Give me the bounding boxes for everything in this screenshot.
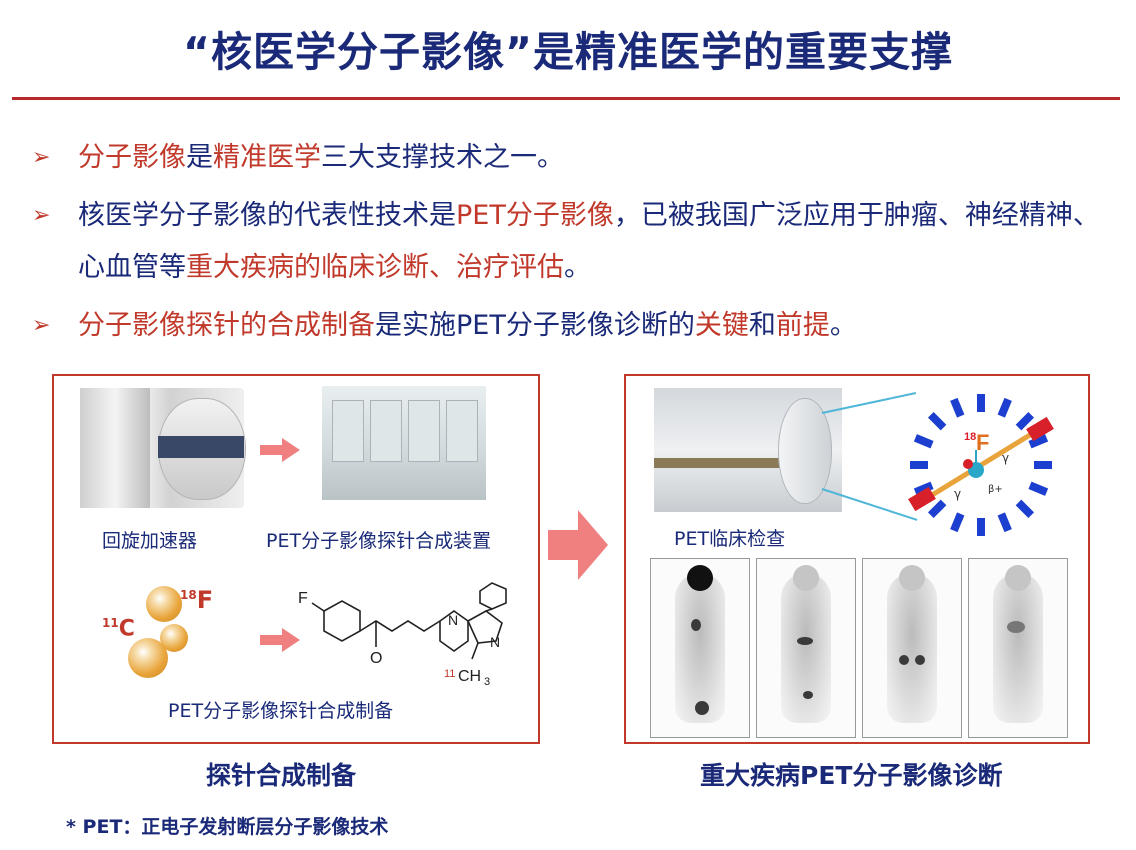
nitrogen-atom: N: [490, 634, 500, 650]
synthesis-caption: PET分子影像探针合成制备: [168, 700, 394, 722]
bullet-text: 分子影像探针的合成制备是实施PET分子影像诊断的关键和前提。: [78, 310, 857, 341]
big-arrow-right-icon: [548, 510, 608, 580]
chemical-structure: F O N N 11 CH 3: [298, 582, 507, 688]
cyclotron-caption: 回旋加速器: [102, 530, 198, 552]
arrow-bullet-icon: ➢: [32, 313, 51, 338]
body-text: 和: [748, 310, 776, 341]
body-text: 。: [564, 252, 591, 283]
isotope-sphere: [128, 638, 168, 678]
highlight-text: 前提: [775, 310, 830, 341]
nitrogen-atom: N: [448, 612, 458, 628]
arrow-right-icon: [260, 628, 300, 652]
footnote: * PET：正电子发射断层分子影像技术: [66, 816, 389, 838]
scanner-caption: PET临床检查: [674, 528, 786, 550]
bullet-text: 核医学分子影像的代表性技术是PET分子影像，已被我国广泛应用于肿瘤、神经精神、心…: [78, 200, 1100, 283]
pet-scan-image: [756, 558, 856, 738]
bullet-item: ➢ 分子影像探针的合成制备是实施PET分子影像诊断的关键和前提。: [32, 300, 1112, 352]
cyclotron-photo: [80, 388, 246, 508]
pet-scan-image: [862, 558, 962, 738]
pet-scanner-photo: [654, 388, 842, 512]
bullet-text: 分子影像是精准医学三大支撑技术之一。: [78, 142, 564, 173]
right-panel-label: 重大疾病PET分子影像诊断: [700, 761, 1003, 790]
highlight-text: 关键: [694, 310, 749, 341]
highlight-text: 精准医学: [213, 142, 321, 173]
beta-label: β+: [988, 484, 1003, 495]
pet-scan-image: [650, 558, 750, 738]
isotope-sphere: [146, 586, 182, 622]
page-title: “核医学分子影像”是精准医学的重要支撑: [183, 28, 953, 76]
diagram-isotope-mass: 18: [964, 431, 976, 443]
body-text: 是实施PET分子影像诊断的: [375, 310, 695, 341]
isotope-f18-label: 18F: [180, 586, 214, 614]
arrow-bullet-icon: ➢: [32, 203, 51, 228]
left-panel-label: 探针合成制备: [206, 761, 357, 790]
device-caption: PET分子影像探针合成装置: [266, 530, 492, 552]
body-text: 。: [829, 310, 857, 341]
detector-ring: [910, 394, 1052, 536]
gamma-label: γ: [1002, 451, 1009, 465]
isotope-c11-label: 11C: [102, 616, 135, 642]
body-text: 三大支撑技术之一。: [321, 142, 564, 173]
pet-annihilation-diagram: 18 F γ γ β+: [908, 394, 1054, 536]
oxygen-atom: O: [370, 650, 382, 667]
pet-scan-image: [968, 558, 1068, 738]
methyl-sub: 3: [484, 676, 490, 688]
methyl-mass: 11: [444, 668, 455, 680]
title-divider: [12, 97, 1120, 100]
body-text: 是: [186, 142, 213, 173]
pet-diagnosis-panel: 18 F γ γ β+ PET临床检查: [624, 374, 1090, 744]
gamma-label: γ: [954, 487, 961, 501]
arrow-bullet-icon: ➢: [32, 145, 51, 170]
highlight-text: PET分子影像: [456, 200, 614, 231]
highlight-text: 分子影像: [78, 142, 186, 173]
bullet-list: ➢ 分子影像是精准医学三大支撑技术之一。 ➢ 核医学分子影像的代表性技术是PET…: [32, 132, 1112, 358]
bullet-item: ➢ 分子影像是精准医学三大支撑技术之一。: [32, 132, 1112, 184]
highlight-text: 重大疾病的临床诊断、治疗评估: [186, 252, 564, 283]
body-text: 核医学分子影像的代表性技术是: [78, 200, 456, 231]
fluorine-atom: F: [298, 590, 308, 607]
bullet-item: ➢ 核医学分子影像的代表性技术是PET分子影像，已被我国广泛应用于肿瘤、神经精神…: [32, 190, 1112, 294]
methyl-group: CH: [458, 668, 481, 685]
diagram-isotope-symbol: F: [976, 430, 989, 455]
body-text: ，已被我国广泛应用于肿瘤、神经精神、心血管等: [78, 200, 1100, 283]
probe-synthesis-panel: 回旋加速器 PET分子影像探针合成装置 11C 18F F O N N 11 C…: [52, 374, 540, 744]
synthesis-device-photo: [322, 386, 486, 500]
arrow-right-icon: [260, 438, 300, 462]
highlight-text: 分子影像探针的合成制备: [78, 310, 375, 341]
